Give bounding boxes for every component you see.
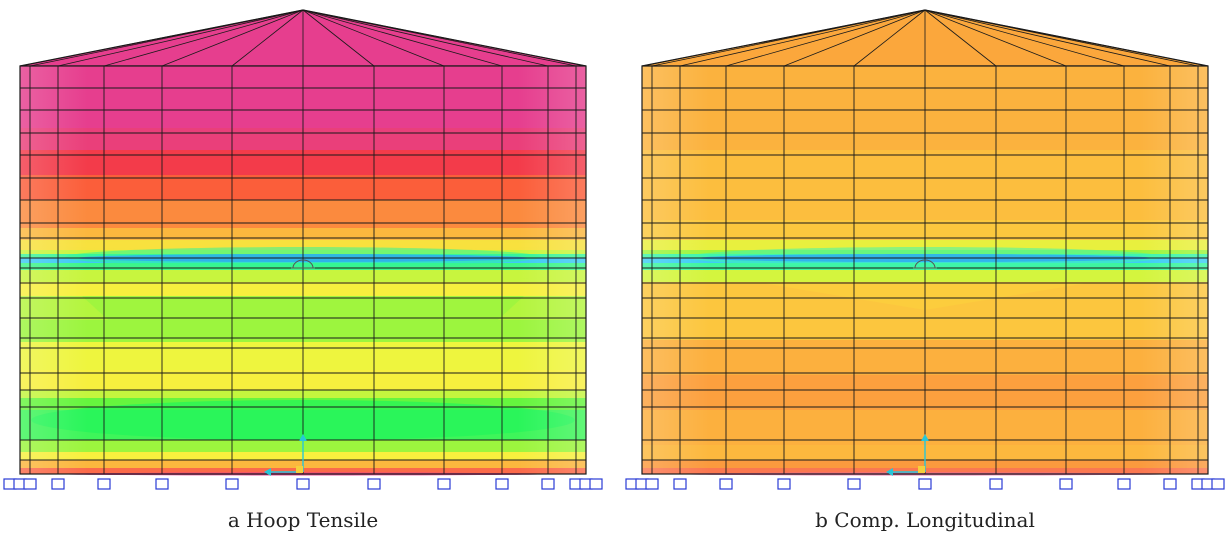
wall-outline — [19, 65, 587, 475]
roof-rafter — [853, 9, 926, 67]
axis-origin-marker — [918, 466, 925, 473]
support-icon — [847, 478, 861, 490]
roof-rafter — [783, 9, 926, 67]
roof-rafter — [302, 9, 375, 67]
support-icon — [97, 478, 111, 490]
roof-rafter — [651, 9, 926, 67]
support-icon — [296, 478, 310, 490]
roof-rafter — [924, 9, 1209, 67]
roof-rafter — [924, 9, 1125, 67]
caption-comp-longitudinal: b Comp. Longitudinal — [815, 508, 1035, 532]
roof-rafter — [924, 9, 1171, 67]
roof-rafter — [302, 9, 587, 67]
roof-rafter — [924, 9, 997, 67]
roof-rafter — [231, 9, 304, 67]
support-icon — [673, 478, 687, 490]
support-icon — [367, 478, 381, 490]
support-icon — [589, 478, 603, 490]
roof-rafter — [103, 9, 304, 67]
roof-rafter — [161, 9, 304, 67]
caption-hoop-tensile: a Hoop Tensile — [227, 508, 379, 532]
roof-rafter — [924, 9, 1067, 67]
hoop-tensile-panel — [3, 9, 603, 490]
support-icon — [1117, 478, 1131, 490]
axis-z-arrow — [921, 434, 929, 441]
axis-z-arrow — [299, 434, 307, 441]
support-icon — [719, 478, 733, 490]
support-icon — [225, 478, 239, 490]
axis-x-arrow — [264, 468, 271, 476]
roof-rafter — [57, 9, 304, 67]
support-icon — [495, 478, 509, 490]
axis-origin-marker — [296, 466, 303, 473]
roof-rafter — [29, 9, 304, 67]
wall-outline — [641, 65, 1209, 475]
roof-rafter — [679, 9, 926, 67]
support-icon — [1059, 478, 1073, 490]
node-symbol — [292, 259, 314, 269]
node-symbol — [914, 259, 936, 269]
support-icon — [541, 478, 555, 490]
roof-rafter — [302, 9, 445, 67]
roof-rafter — [302, 9, 503, 67]
support-icon — [155, 478, 169, 490]
comp-longitudinal-panel — [625, 9, 1225, 490]
support-icon — [51, 478, 65, 490]
support-icon — [918, 478, 932, 490]
support-icon — [1163, 478, 1177, 490]
support-icon — [1211, 478, 1225, 490]
support-icon — [777, 478, 791, 490]
support-icon — [989, 478, 1003, 490]
support-icon — [645, 478, 659, 490]
support-icon — [23, 478, 37, 490]
roof-rafter — [302, 9, 549, 67]
axis-x-arrow — [886, 468, 893, 476]
support-icon — [437, 478, 451, 490]
roof-rafter — [725, 9, 926, 67]
